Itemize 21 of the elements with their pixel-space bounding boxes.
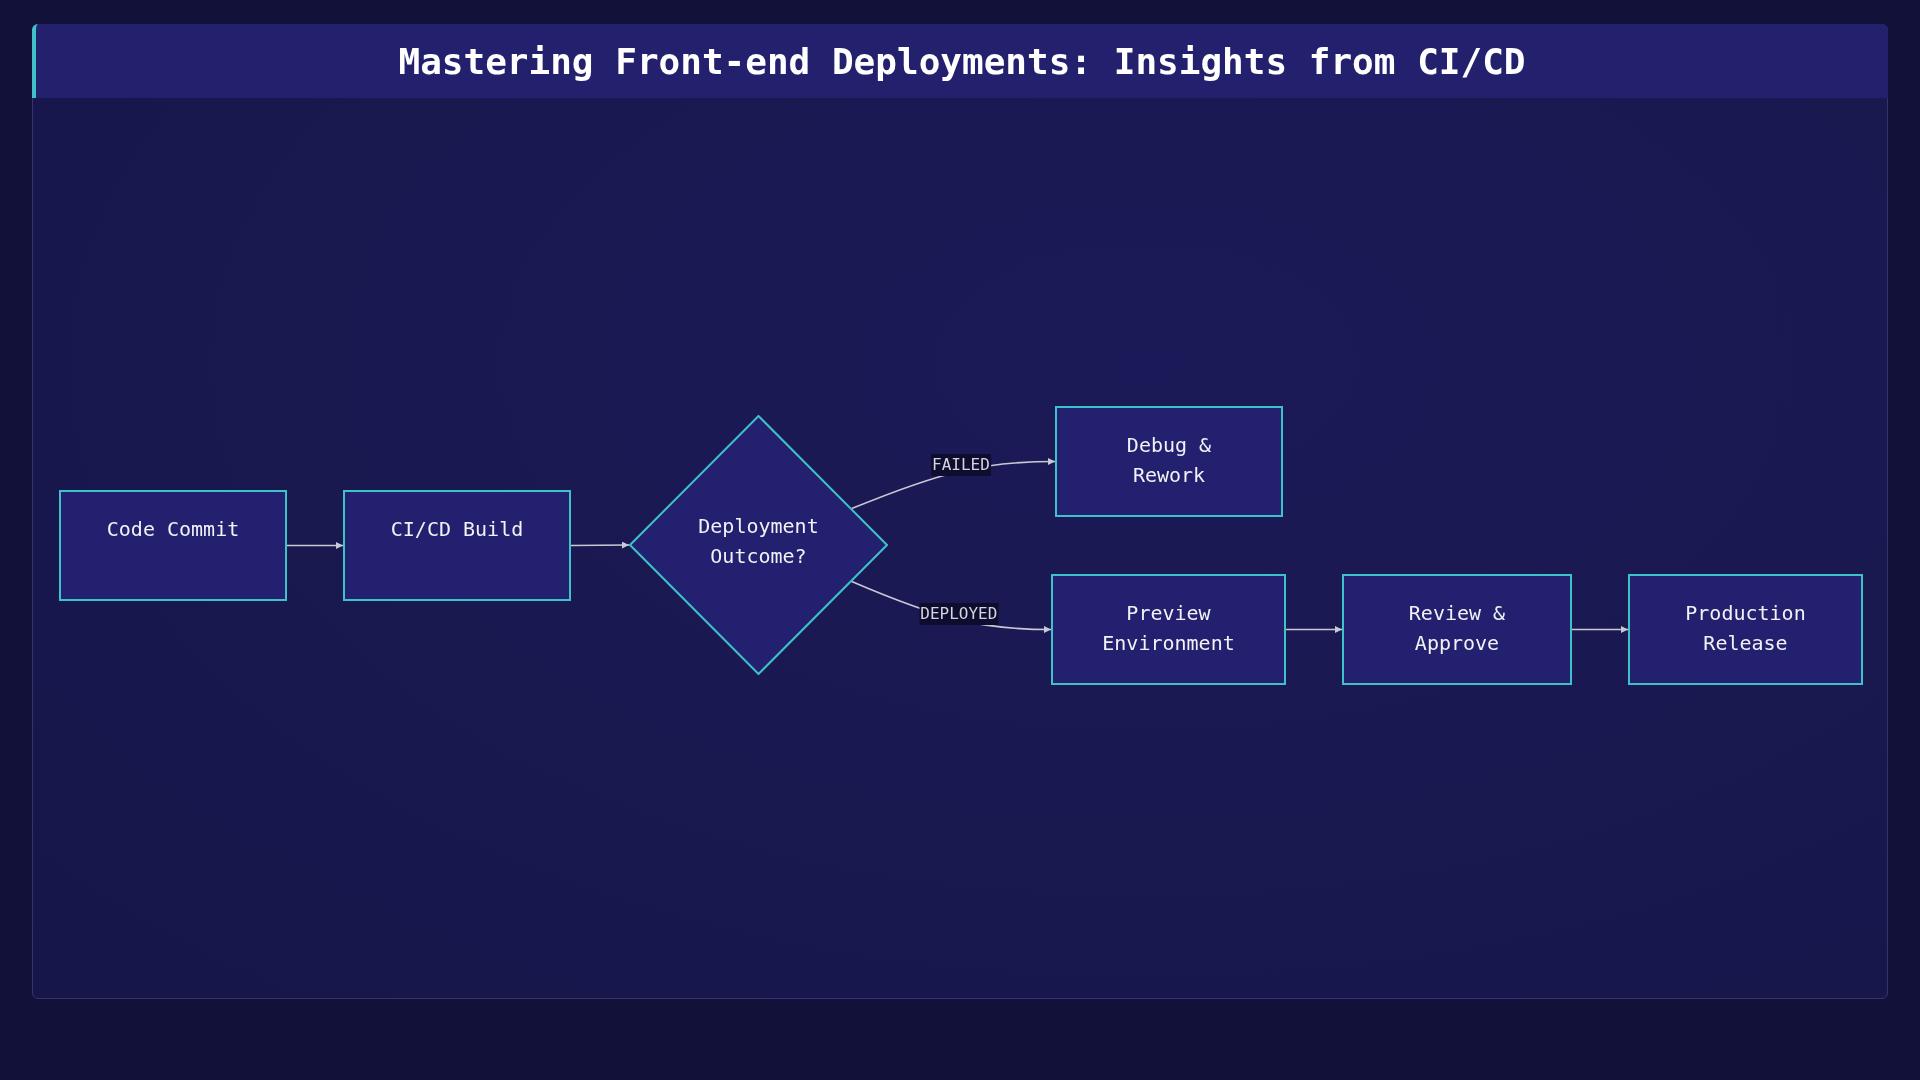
process-label: Debug & Rework xyxy=(1125,432,1213,489)
process-box xyxy=(1055,406,1283,517)
process-box xyxy=(1051,574,1286,685)
arrow xyxy=(286,542,344,549)
arrow xyxy=(1285,626,1343,633)
process-box xyxy=(1628,574,1863,685)
process-label: Production Release xyxy=(1684,600,1807,657)
process-label: Review & Approve xyxy=(1407,600,1507,657)
process-box xyxy=(59,490,287,601)
diagram-title: Mastering Front-end Deployments: Insights from CI/CD xyxy=(398,39,1526,84)
edge-label: FAILED xyxy=(931,453,991,476)
process-label: Preview Environment xyxy=(1101,600,1236,657)
decision-label: Deployment Outcome? xyxy=(697,513,820,570)
arrow xyxy=(1571,626,1629,633)
process-label: Code Commit xyxy=(106,516,240,543)
decision-diamond xyxy=(629,415,888,675)
process-label: CI/CD Build xyxy=(390,516,524,543)
process-box xyxy=(1342,574,1572,685)
process-box xyxy=(343,490,571,601)
arrow xyxy=(570,541,630,549)
edge-label: DEPLOYED xyxy=(919,602,999,625)
